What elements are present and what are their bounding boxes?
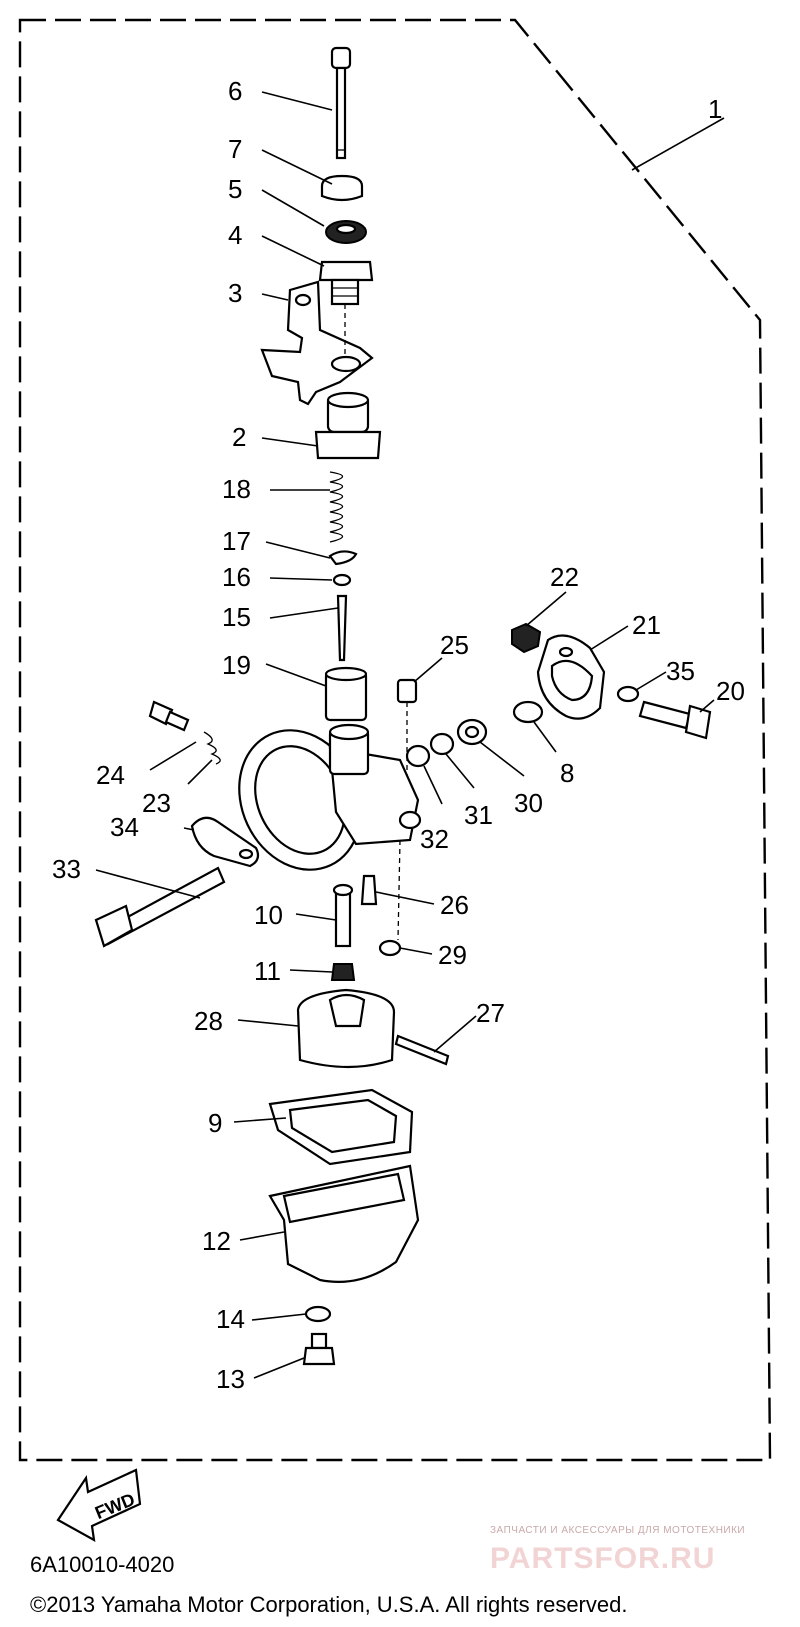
- part-11-jet: [330, 963, 356, 981]
- part-19-throttle-valve: [324, 666, 368, 722]
- assembly-boundary: [18, 18, 772, 1462]
- part-26-jet: [360, 874, 378, 906]
- part-34-plate: [190, 816, 260, 868]
- callout-35: 35: [666, 656, 695, 686]
- part-29-screw: [378, 839, 402, 957]
- callout-7: 7: [228, 134, 242, 164]
- part-6-screw: [330, 46, 352, 160]
- callout-32: 32: [420, 824, 449, 854]
- callout-31: 31: [464, 800, 493, 830]
- callout-4: 4: [228, 220, 242, 250]
- callout-19: 19: [222, 650, 251, 680]
- callout-6: 6: [228, 76, 242, 106]
- callout-20: 20: [716, 676, 745, 706]
- part-27-pin: [394, 1034, 450, 1066]
- part-15-needle: [336, 594, 348, 662]
- callout-14: 14: [216, 1304, 245, 1334]
- part-20-bolt: [638, 700, 712, 740]
- callout-18: 18: [222, 474, 251, 504]
- watermark-tagline: ЗАПЧАСТИ И АКСЕССУАРЫ ДЛЯ МОТОТЕХНИКИ: [490, 1525, 745, 1536]
- callout-33: 33: [52, 854, 81, 884]
- part-22-nut: [511, 622, 542, 654]
- part-23-spring: [203, 731, 221, 765]
- part-12-float-bowl: [268, 1164, 420, 1283]
- part-33-shaft: [94, 866, 226, 948]
- copyright-notice: ©2013 Yamaha Motor Corporation, U.S.A. A…: [30, 1592, 627, 1617]
- leader-lines: [95, 91, 725, 1379]
- part-4-adjuster: [318, 260, 374, 306]
- callout-13: 13: [216, 1364, 245, 1394]
- callout-8: 8: [560, 758, 574, 788]
- callout-1: 1: [708, 94, 722, 124]
- callout-24: 24: [96, 760, 125, 790]
- callout-29: 29: [438, 940, 467, 970]
- callout-26: 26: [440, 890, 469, 920]
- part-10-jet-holder: [332, 883, 354, 948]
- callout-16: 16: [222, 562, 251, 592]
- carburetor-body: [238, 723, 422, 871]
- callout-17: 17: [222, 526, 251, 556]
- callout-28: 28: [194, 1006, 223, 1036]
- part-2-mixing-chamber-top: [314, 391, 382, 460]
- part-18-spring: [329, 471, 344, 543]
- part-9-gasket: [268, 1088, 414, 1166]
- callout-11: 11: [254, 956, 281, 986]
- callout-30: 30: [514, 788, 543, 818]
- part-16-ring: [332, 573, 352, 587]
- part-21-clamp: [536, 634, 606, 720]
- callout-9: 9: [208, 1108, 222, 1138]
- callout-5: 5: [228, 174, 242, 204]
- callout-27: 27: [476, 998, 505, 1028]
- callout-22: 22: [550, 562, 579, 592]
- callout-2: 2: [232, 422, 246, 452]
- part-5-nut: [325, 220, 367, 244]
- fwd-arrow-icon: FWD: [56, 1468, 142, 1543]
- part-8-oring: [512, 700, 544, 724]
- callout-21: 21: [632, 610, 661, 640]
- part-24-screw: [148, 700, 190, 732]
- part-3-bracket: [260, 280, 374, 406]
- callout-numbers: 6 7 5 4 3 2 18 17 16 15 19 1 22 21 35 20…: [52, 76, 745, 1394]
- part-28-float: [296, 988, 396, 1069]
- catalog-code: 6A10010-4020: [30, 1552, 174, 1577]
- callout-3: 3: [228, 278, 242, 308]
- part-30-seal: [456, 718, 488, 746]
- part-14-washer: [304, 1305, 332, 1323]
- watermark: ЗАПЧАСТИ И АКСЕССУАРЫ ДЛЯ МОТОТЕХНИКИ PA…: [490, 1525, 745, 1575]
- callout-15: 15: [222, 602, 251, 632]
- callout-23: 23: [142, 788, 171, 818]
- callout-12: 12: [202, 1226, 231, 1256]
- part-7-cap: [320, 174, 364, 202]
- part-31-ring: [429, 732, 455, 756]
- part-17-clip: [328, 550, 358, 566]
- callout-10: 10: [254, 900, 283, 930]
- callout-34: 34: [110, 812, 139, 842]
- part-32-ring: [405, 744, 431, 768]
- part-35-washer: [616, 685, 640, 703]
- part-13-drain-bolt: [302, 1332, 336, 1366]
- callout-25: 25: [440, 630, 469, 660]
- watermark-brand: PARTSFOR.RU: [490, 1542, 715, 1575]
